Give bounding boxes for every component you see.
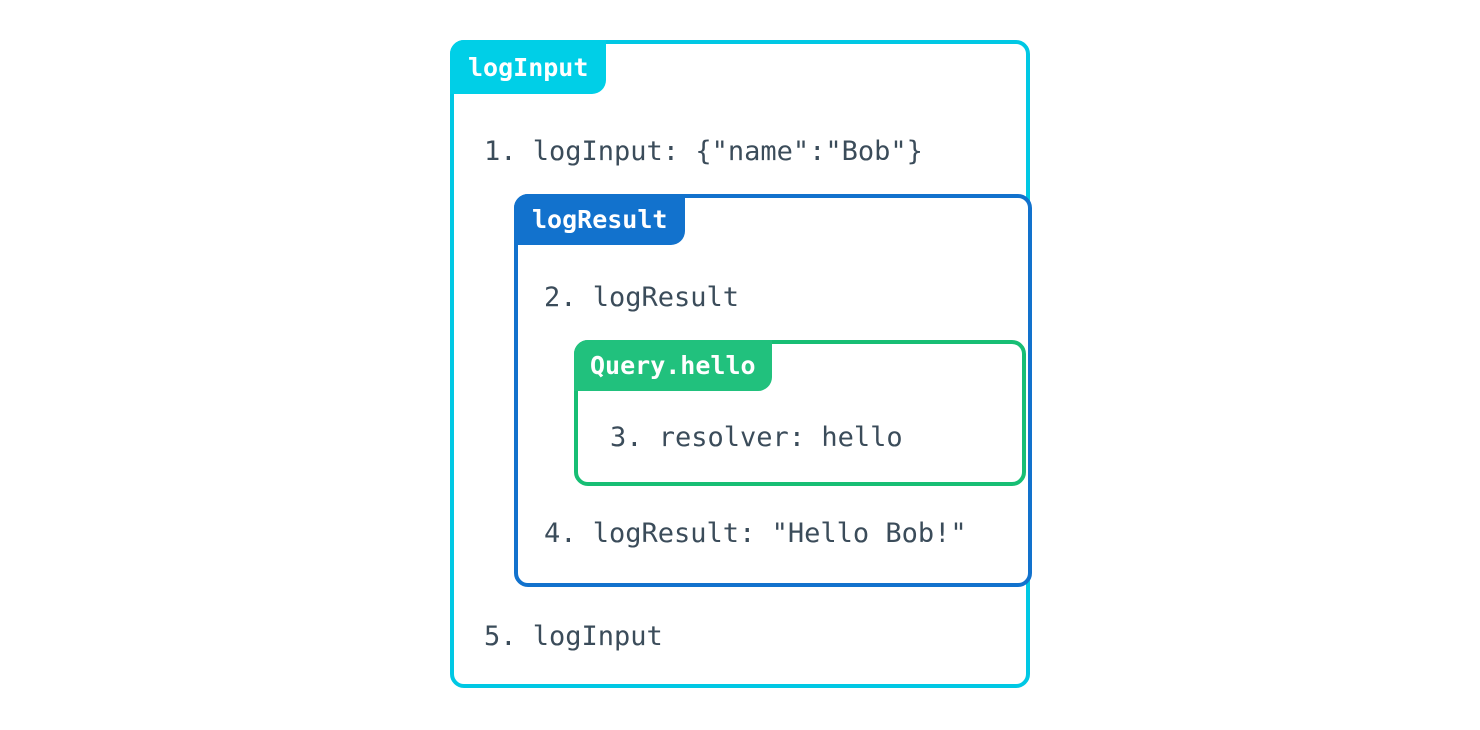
trace-box-logresult: logResult 2. logResult Query.hello 3. re… — [514, 194, 1032, 588]
trace-box-query-hello: Query.hello 3. resolver: hello — [574, 339, 1026, 486]
box-tab-loginput: logInput — [450, 40, 607, 94]
trace-box-loginput: logInput 1. logInput: {"name":"Bob"} log… — [450, 40, 1032, 688]
box-tab-query-hello: Query.hello — [574, 339, 772, 391]
log-line-5: 5. logInput — [484, 621, 663, 653]
box-tab-logresult: logResult — [514, 194, 686, 246]
box-body-query-hello: 3. resolver: hello — [578, 344, 1022, 454]
log-line-4: 4. logResult: "Hello Bob!" — [544, 517, 967, 549]
log-line-2: 2. logResult — [544, 282, 740, 314]
log-line-3: 3. resolver: hello — [610, 421, 903, 453]
box-body-logresult: 2. logResult Query.hello 3. resolver: he… — [518, 198, 1028, 550]
log-line-1: 1. logInput: {"name":"Bob"} — [484, 136, 923, 167]
box-body-loginput: 1. logInput: {"name":"Bob"} logResult 2.… — [454, 44, 1032, 654]
